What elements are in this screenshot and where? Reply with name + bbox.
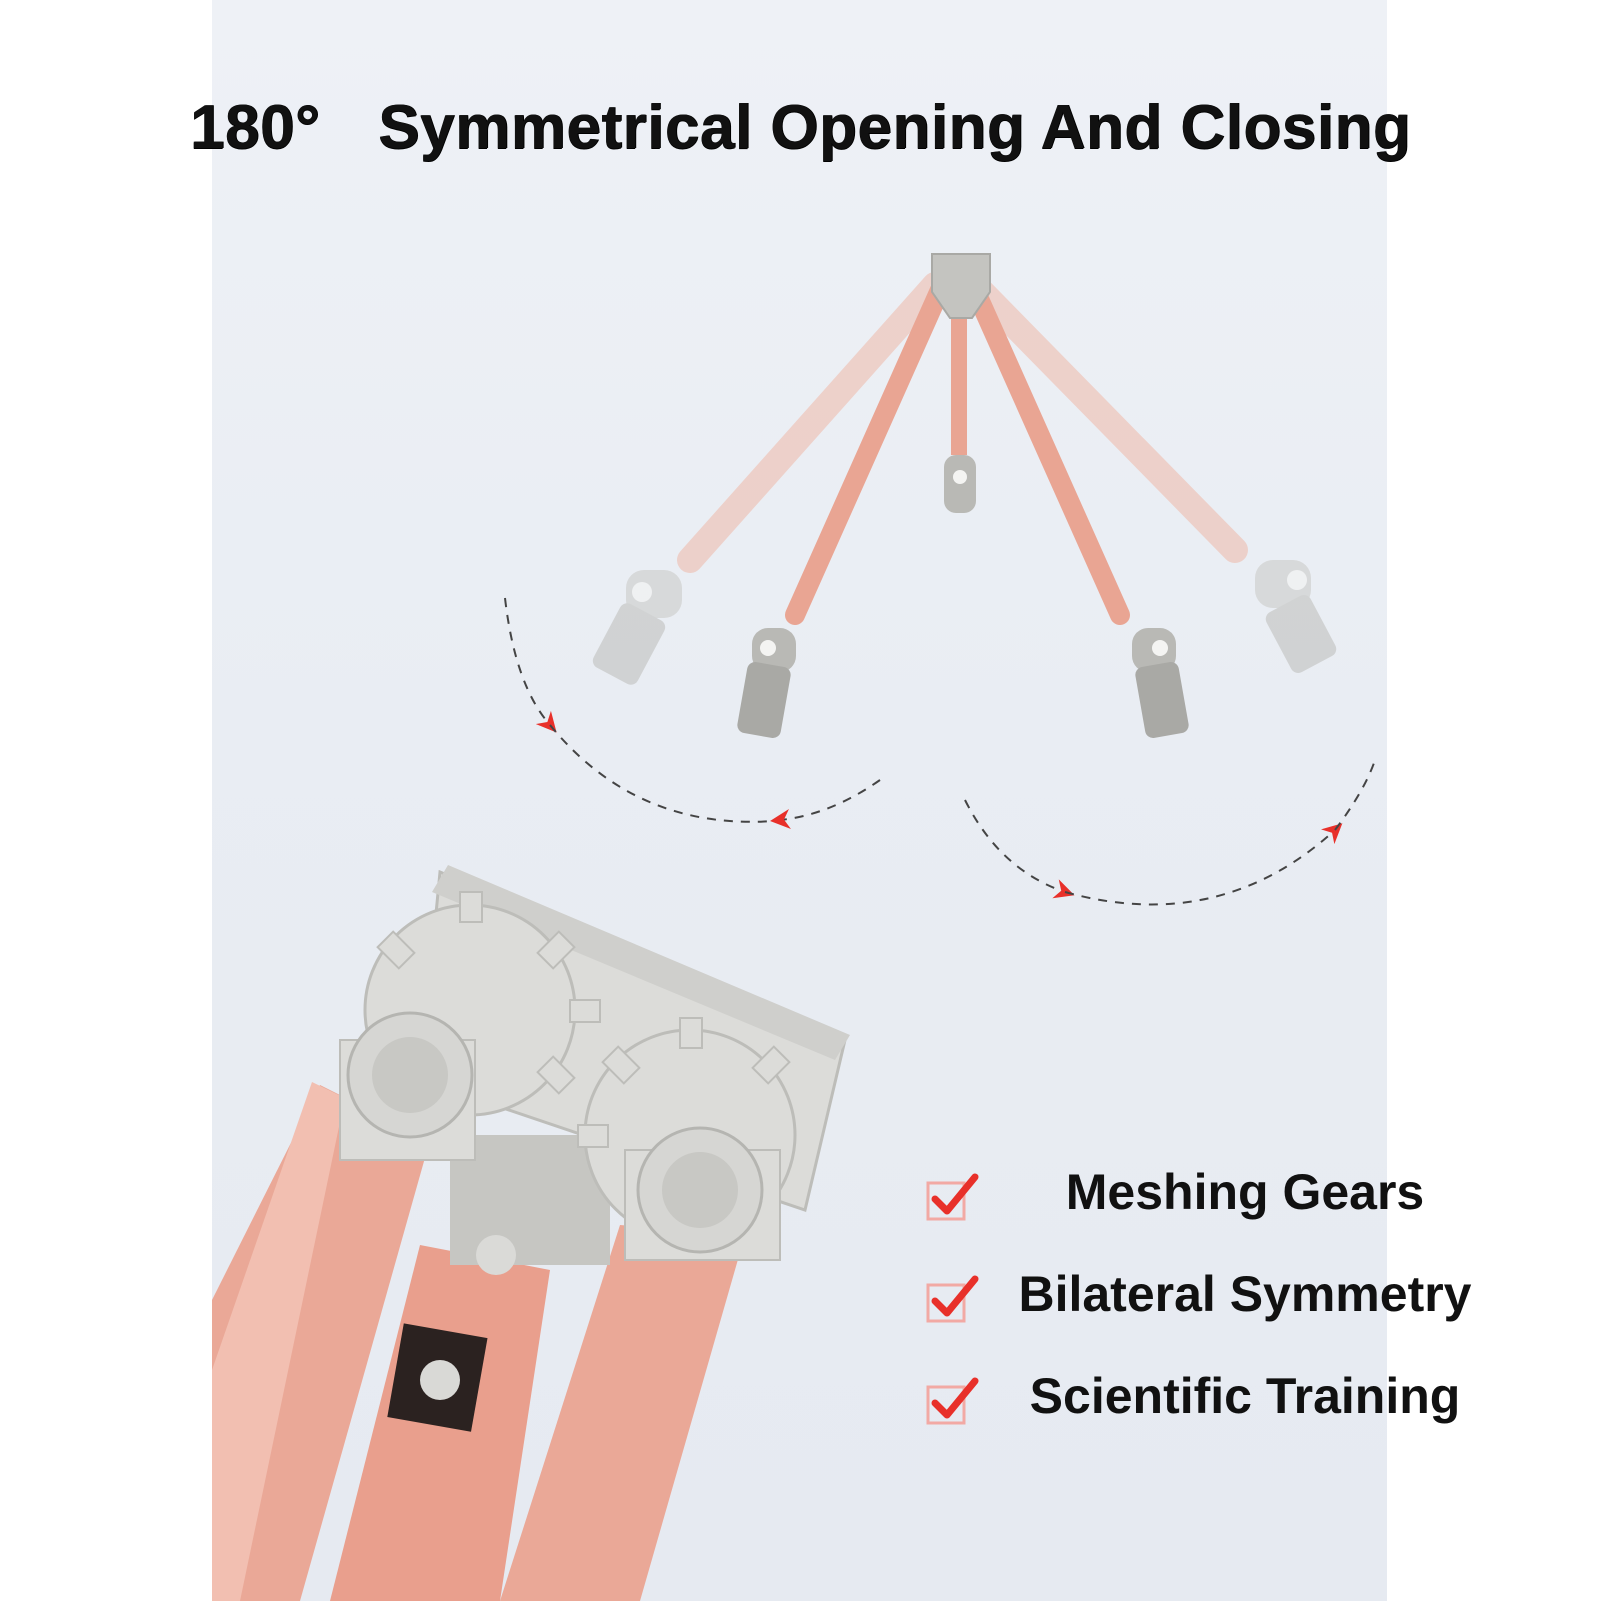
leg-fan (592, 253, 1337, 739)
leg-inner-right (965, 280, 1189, 739)
feature-label: Bilateral Symmetry (1018, 1266, 1472, 1322)
feature-item-bilateral-symmetry: Bilateral Symmetry (925, 1265, 1485, 1335)
feature-item-scientific-training: Scientific Training (925, 1367, 1485, 1437)
feature-item-meshing-gears: Meshing Gears (925, 1163, 1485, 1233)
gear-hinge-closeup (212, 865, 850, 1601)
feature-label: Scientific Training (1029, 1368, 1461, 1424)
checkbox-checked-icon (926, 1173, 979, 1221)
leg-outer-right (962, 272, 1337, 673)
checkbox-checked-icon (926, 1275, 979, 1323)
headline-degree: 180° (189, 93, 321, 162)
motion-arrows (504, 597, 1376, 906)
headline-text: Symmetrical Opening And Closing (378, 93, 1412, 162)
leg-inner-left (737, 280, 950, 739)
arc-right-up (1064, 823, 1343, 906)
leg-center (944, 295, 976, 513)
top-mount (931, 253, 991, 319)
left-gear (339, 891, 601, 1161)
checkbox-checked-icon (926, 1377, 979, 1425)
closeup-leg-right (500, 1225, 745, 1601)
arc-left-up (504, 597, 557, 733)
leg-outer-left (592, 272, 948, 685)
feature-label: Meshing Gears (1065, 1164, 1425, 1220)
arc-left-in (770, 779, 881, 829)
right-gear (577, 1017, 797, 1261)
arc-right-out (964, 799, 1075, 899)
headline: 180° Symmetrical Opening And Closing (0, 92, 1601, 163)
